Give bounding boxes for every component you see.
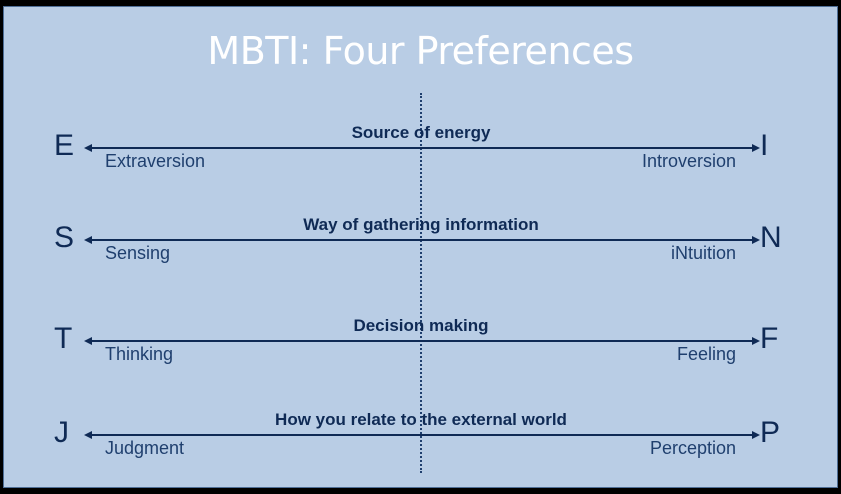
right-letter: I bbox=[760, 129, 769, 162]
right-pole-label: Perception bbox=[649, 438, 736, 458]
right-letter: N bbox=[760, 221, 782, 254]
double-arrow bbox=[84, 236, 760, 244]
left-pole-label: Judgment bbox=[105, 438, 185, 458]
double-arrow bbox=[84, 144, 760, 152]
center-dotted-line bbox=[420, 93, 422, 473]
preference-row-tf: Decision making T F Thinking Feeling bbox=[4, 316, 837, 400]
dimension-label: Source of energy bbox=[351, 123, 491, 142]
slide-title: MBTI: Four Preferences bbox=[207, 29, 634, 73]
left-pole-label: Sensing bbox=[105, 243, 171, 263]
left-pole-label: Extraversion bbox=[105, 151, 206, 171]
left-pole-label: Thinking bbox=[105, 344, 174, 364]
preference-row-sn: Way of gathering information S N Sensing… bbox=[4, 215, 837, 299]
right-letter: P bbox=[760, 416, 781, 449]
left-letter: T bbox=[54, 322, 73, 355]
left-letter: S bbox=[54, 221, 75, 254]
left-letter: E bbox=[54, 129, 75, 162]
left-letter: J bbox=[54, 416, 69, 449]
dimension-label: Decision making bbox=[353, 316, 489, 335]
double-arrow bbox=[84, 431, 760, 439]
dimension-label: Way of gathering information bbox=[303, 215, 539, 234]
dimension-label: How you relate to the external world bbox=[275, 410, 567, 429]
preference-row-jp: How you relate to the external world J P… bbox=[4, 410, 837, 494]
double-arrow bbox=[84, 337, 760, 345]
right-pole-label: Introversion bbox=[641, 151, 736, 171]
slide: MBTI: Four Preferences Source of energy … bbox=[3, 6, 838, 488]
right-pole-label: Feeling bbox=[676, 344, 736, 364]
right-letter: F bbox=[760, 322, 779, 355]
right-pole-label: iNtuition bbox=[670, 243, 736, 263]
preference-row-ei: Source of energy E I Extraversion Introv… bbox=[4, 123, 837, 207]
